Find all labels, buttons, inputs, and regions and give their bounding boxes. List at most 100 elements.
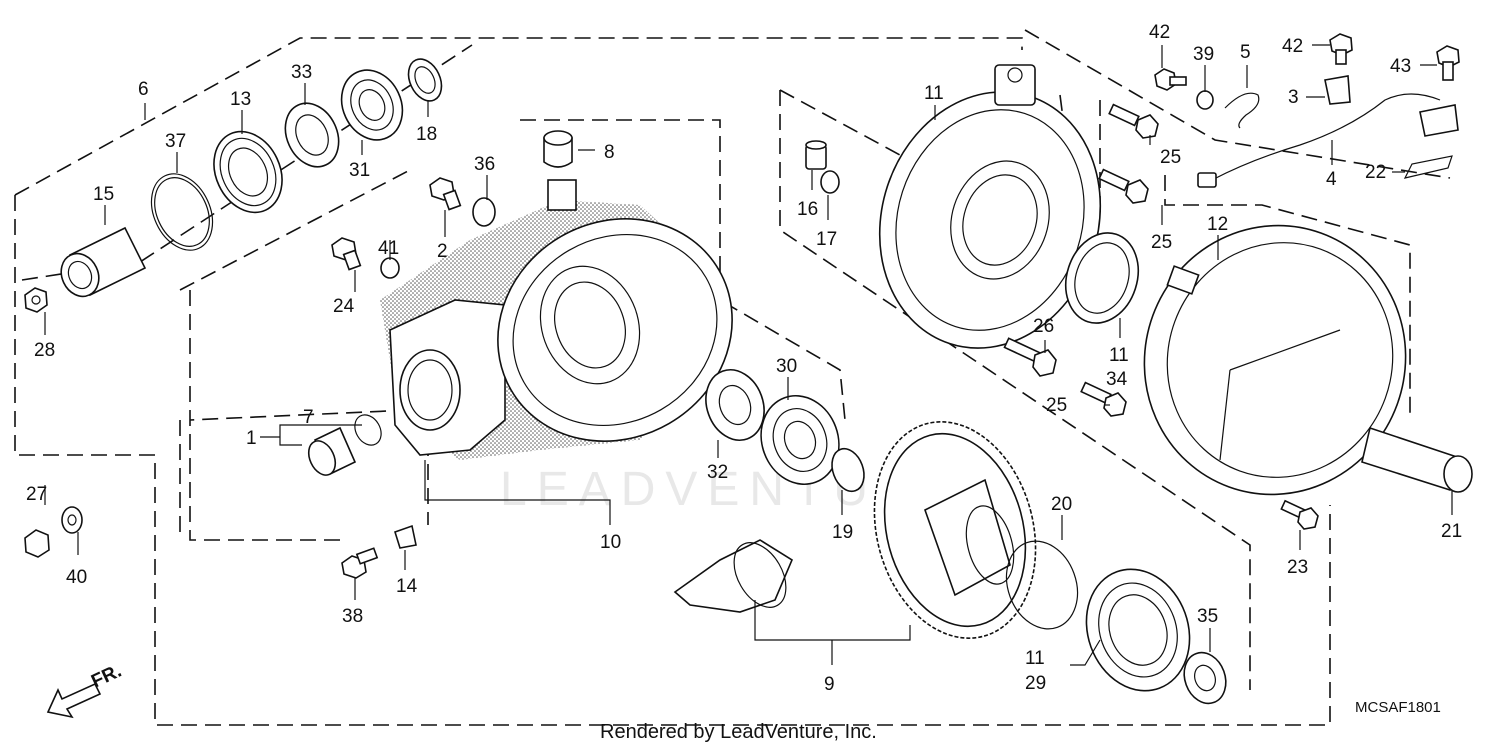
callout-36: 36 [474, 154, 495, 175]
callout-11-top: 11 [924, 83, 944, 104]
leader-lines [44, 44, 1453, 666]
dust-cover-part-12 [1143, 224, 1407, 496]
bolt-part-24 [331, 237, 362, 271]
callout-34: 34 [1106, 369, 1128, 390]
callout-5: 5 [1240, 42, 1251, 63]
callout-3: 3 [1288, 87, 1299, 108]
callout-29: 29 [1025, 673, 1046, 694]
callout-4: 4 [1326, 169, 1337, 190]
gear-set-part-9 [673, 421, 1037, 639]
callout-26: 26 [1033, 316, 1054, 337]
seal-part-33 [284, 102, 340, 168]
callout-16: 16 [797, 199, 818, 220]
callout-32: 32 [707, 462, 728, 483]
callout-22: 22 [1365, 162, 1386, 183]
bolt-part-25-low [1080, 381, 1127, 417]
callout-10: 10 [600, 532, 621, 553]
callout-6: 6 [138, 79, 149, 100]
diagram-code: MCSAF1801 [1355, 699, 1441, 716]
callout-31: 31 [349, 160, 370, 181]
callout-35: 35 [1197, 606, 1218, 627]
bearing-part-35 [1183, 651, 1227, 705]
washer-part-17 [820, 170, 840, 194]
callout-42-right: 42 [1282, 36, 1303, 57]
washer-part-18 [407, 58, 443, 102]
washer-part-39 [1196, 90, 1214, 110]
callout-40: 40 [66, 567, 87, 588]
callout-42-left: 42 [1149, 22, 1170, 43]
bearing-part-31 [340, 69, 404, 141]
callout-1: 1 [246, 428, 257, 449]
nut-part-27 [24, 529, 50, 558]
callout-labels: 6 37 13 33 31 18 15 28 36 8 2 41 24 7 1 … [26, 22, 1462, 695]
callout-33: 33 [291, 62, 312, 83]
bolt-part-25-mid [1098, 168, 1149, 204]
callout-23: 23 [1287, 557, 1308, 578]
plug-part-16 [805, 140, 827, 170]
seal-part-34 [1065, 232, 1139, 324]
callout-11-low: 11 [1025, 648, 1045, 669]
nut-part-28 [24, 287, 48, 313]
callout-25-mid: 25 [1151, 232, 1172, 253]
bolt-part-43 [1436, 45, 1460, 81]
bolt-part-42-left [1154, 68, 1187, 91]
bearing-part-32 [705, 369, 765, 441]
callout-8: 8 [604, 142, 615, 163]
callout-14: 14 [396, 576, 418, 597]
o-ring-part-7 [354, 414, 382, 446]
callout-9: 9 [824, 674, 835, 695]
bolt-part-38 [341, 547, 379, 579]
collar-part-13 [213, 130, 283, 214]
callout-25-top: 25 [1160, 147, 1181, 168]
callout-43: 43 [1390, 56, 1411, 77]
callout-24: 24 [333, 296, 355, 317]
ring-part-19 [831, 447, 865, 493]
case-cover-part-11 [878, 64, 1102, 349]
bolt-part-42-right [1329, 33, 1353, 65]
callout-38: 38 [342, 606, 363, 627]
callout-18: 18 [416, 124, 437, 145]
callout-28: 28 [34, 340, 55, 361]
callout-11-mid: 11 [1109, 345, 1129, 366]
callout-30: 30 [776, 356, 797, 377]
bearing-part-30 [760, 394, 840, 486]
washer-part-40 [61, 506, 83, 534]
callout-17: 17 [816, 229, 837, 250]
callout-2: 2 [437, 241, 448, 262]
bolt-part-2 [429, 177, 462, 211]
bolt-part-26 [1003, 337, 1057, 377]
gear-case-part-10 [380, 179, 733, 460]
callout-37: 37 [165, 131, 186, 152]
bearing-part-29 [1085, 568, 1191, 692]
sensor-connector [1197, 172, 1217, 188]
front-direction-arrow: FR. [46, 661, 125, 719]
callout-41: 41 [378, 238, 399, 259]
callout-39: 39 [1193, 44, 1214, 65]
stay-part-3 [1324, 75, 1351, 105]
washer-part-41 [380, 257, 400, 279]
collar-part-21 [1361, 426, 1473, 493]
callout-19: 19 [832, 522, 853, 543]
callout-13: 13 [230, 89, 251, 110]
washer-part-36 [472, 197, 496, 227]
sensor-cable-part-4 [1211, 93, 1441, 181]
callout-7: 7 [303, 407, 314, 428]
callout-15: 15 [93, 184, 114, 205]
render-credit: Rendered by LeadVenture, Inc. [600, 721, 877, 743]
callout-27: 27 [26, 484, 47, 505]
bolt-part-23 [1280, 499, 1319, 530]
callout-20: 20 [1051, 494, 1072, 515]
cap-part-8 [543, 130, 573, 168]
callout-12: 12 [1207, 214, 1228, 235]
o-ring-part-37 [150, 173, 214, 251]
snap-ring-part-20 [1005, 540, 1079, 630]
clip-part-14 [394, 524, 417, 549]
needle-bearing-part-1 [307, 426, 357, 476]
callout-21: 21 [1441, 521, 1462, 542]
callout-25-low: 25 [1046, 395, 1067, 416]
sensor-part-22 [1419, 104, 1459, 137]
bracket-part-22 [1403, 155, 1453, 179]
clip-part-5 [1224, 92, 1260, 129]
sleeve-part-15 [60, 226, 147, 298]
